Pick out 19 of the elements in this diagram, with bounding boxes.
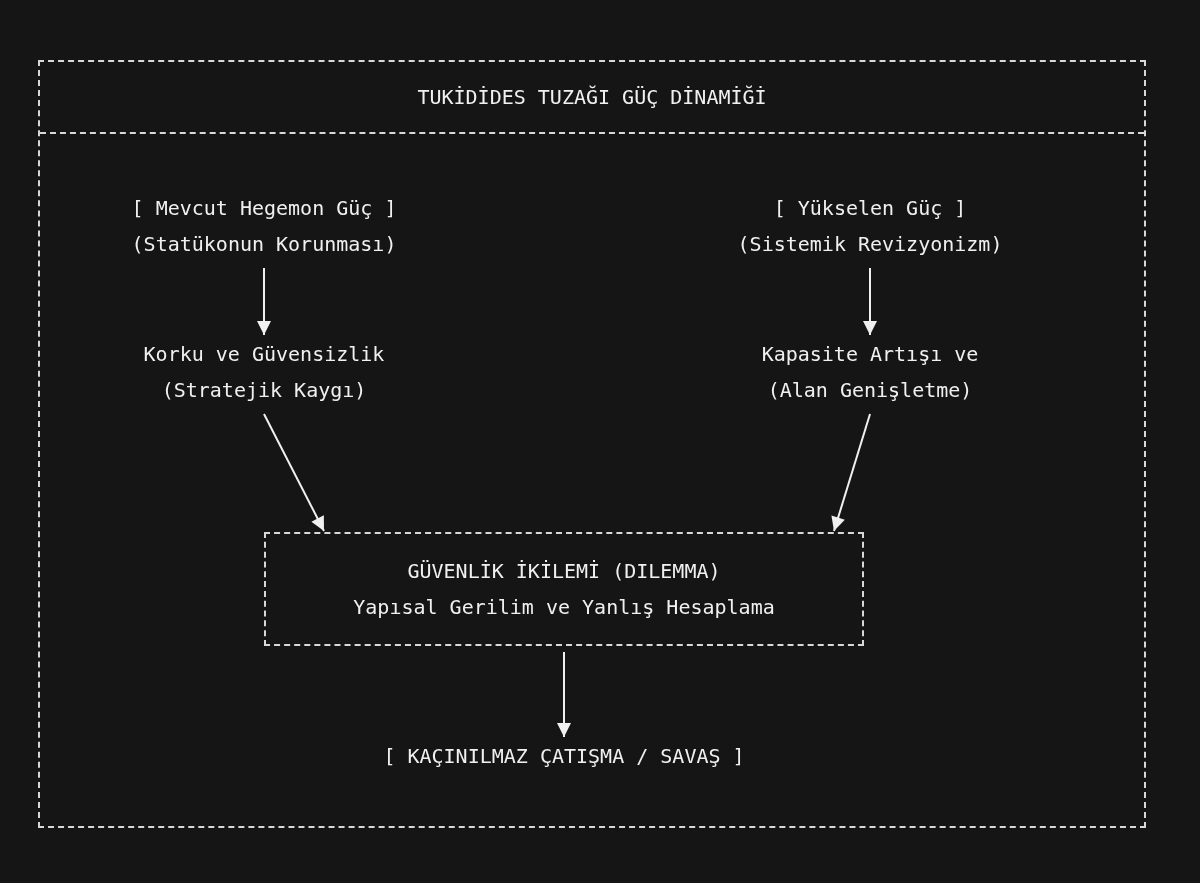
arrow [557,651,571,738]
node-subtitle: (Statükonun Korunması) [130,231,398,258]
node-subtitle: (Alan Genişletme) [766,377,974,404]
arrow [257,267,271,336]
arrow [263,413,325,532]
node-subtitle: Yapısal Gerilim ve Yanlış Hesaplama [352,594,776,621]
frame-heading: TUKİDİDES TUZAĞI GÜÇ DİNAMİĞİ [40,62,1144,134]
diagram-frame [38,60,1146,828]
node-heading: [ KAÇINILMAZ ÇATIŞMA / SAVAŞ ] [382,743,746,770]
node-heading: [ Yükselen Güç ] [772,195,968,222]
node-heading: GÜVENLİK İKİLEMİ (DILEMMA) [406,558,722,585]
node-subtitle: (Stratejik Kaygı) [160,377,368,404]
node-heading: Kapasite Artışı ve [760,341,980,368]
node-heading: [ Mevcut Hegemon Güç ] [130,195,398,222]
node-subtitle: (Sistemik Revizyonizm) [736,231,1004,258]
node-heading: Korku ve Güvensizlik [142,341,386,368]
arrow [831,413,871,532]
arrow [863,267,877,336]
process-box [264,532,864,646]
